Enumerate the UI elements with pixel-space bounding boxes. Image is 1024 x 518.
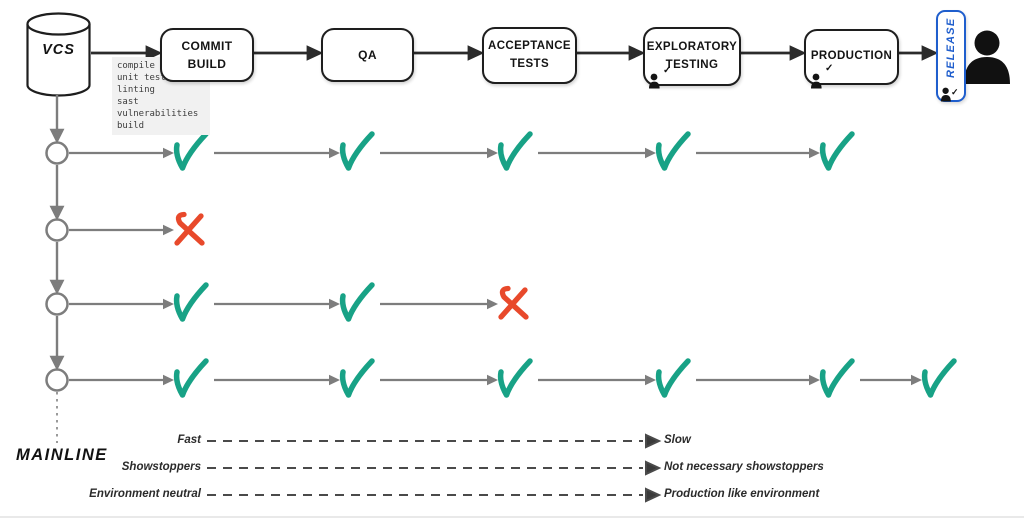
arrow-commit-to-qa: [251, 45, 324, 61]
check-icon: [173, 358, 209, 398]
manual-check-icon: ✓: [951, 87, 959, 97]
legend-line-speed: [207, 433, 662, 449]
legend-slow-label: Slow: [664, 434, 691, 446]
stage-exploratory-testing: EXPLORATORY TESTING ✓: [643, 27, 741, 89]
user-icon: [964, 30, 1010, 84]
stage-commit-build: COMMIT BUILD: [160, 28, 254, 82]
task-item: linting: [117, 85, 155, 95]
manual-person-icon: [940, 87, 951, 102]
run-arrowhead: [163, 374, 174, 386]
task-item: sast: [117, 97, 139, 107]
check-icon: [819, 131, 855, 171]
legend-fast-label: Fast: [177, 434, 201, 446]
run-arrowhead: [329, 147, 340, 159]
manual-person-icon: [811, 73, 822, 89]
mainline-label: MAINLINE: [16, 446, 108, 464]
check-icon: [497, 358, 533, 398]
run-arrowhead: [809, 147, 820, 159]
release-gate: RELEASE ✓: [936, 10, 966, 102]
legend-environment-label: Environment neutral: [89, 488, 201, 500]
check-icon: [339, 358, 375, 398]
run-arrowhead: [487, 374, 498, 386]
run-arrowhead: [487, 147, 498, 159]
arrow-qa-to-acceptance: [411, 45, 485, 61]
legend-production-env-label: Production like environment: [664, 488, 820, 500]
window-edge: [0, 516, 1024, 518]
check-icon: [497, 131, 533, 171]
run-arrowhead: [487, 298, 498, 310]
stage-qa-label: QA: [358, 48, 377, 62]
check-icon: [819, 358, 855, 398]
check-icon: [655, 358, 691, 398]
cross-icon: [175, 211, 205, 246]
legend-showstoppers-label: Showstoppers: [121, 461, 201, 473]
commit-node: [45, 368, 69, 392]
stage-commit-build-label: COMMIT BUILD: [181, 39, 233, 71]
arrow-exploratory-to-production: [738, 45, 807, 61]
commit-node: [45, 292, 69, 316]
legend-lines: [207, 433, 662, 503]
task-item: unit test: [117, 73, 166, 83]
release-label: RELEASE: [945, 17, 957, 79]
stage-exploratory-testing-label: EXPLORATORY TESTING: [646, 41, 738, 71]
vcs-label: VCS: [42, 42, 75, 58]
check-icon: [173, 282, 209, 322]
run-arrowhead: [329, 298, 340, 310]
run-arrowhead: [163, 147, 174, 159]
stage-production-label: PRODUCTION: [810, 50, 893, 63]
check-icon: [339, 131, 375, 171]
legend-line-environment: [207, 487, 662, 503]
commit-node: [45, 218, 69, 242]
mainline-trunk: [49, 95, 65, 443]
check-icon: [921, 358, 957, 398]
run-arrowhead: [329, 374, 340, 386]
stage-production: PRODUCTION ✓: [804, 29, 899, 89]
run-arrowhead: [645, 374, 656, 386]
runs-layer: [45, 131, 957, 398]
cross-icon: [498, 287, 528, 320]
legend-not-showstoppers-label: Not necessary showstoppers: [664, 461, 824, 473]
legend-line-showstoppers: [207, 460, 662, 476]
commit-task-list: compile unit test linting sast vulnerabiliti…: [112, 57, 210, 135]
check-icon: [655, 131, 691, 171]
task-item: build: [117, 121, 145, 131]
manual-check-icon: ✓: [663, 65, 672, 76]
run-arrowhead: [163, 224, 174, 236]
run-arrowhead: [809, 374, 820, 386]
arrow-acceptance-to-exploratory: [574, 45, 646, 61]
task-item: vulnerabilities: [117, 109, 199, 119]
manual-person-icon: [649, 73, 660, 89]
task-item: compile: [117, 61, 155, 71]
check-icon: [339, 282, 375, 322]
commit-node: [45, 141, 69, 165]
stage-acceptance-tests: ACCEPTANCE TESTS: [482, 27, 577, 84]
cross-icon: [499, 285, 529, 320]
manual-check-icon: ✓: [825, 63, 834, 74]
arrow-production-to-release: [896, 45, 939, 61]
check-icon: [173, 131, 209, 171]
cross-icon: [174, 213, 204, 246]
stage-qa: QA: [321, 28, 414, 82]
run-arrowhead: [645, 147, 656, 159]
run-arrowhead: [163, 298, 174, 310]
stage-acceptance-tests-label: ACCEPTANCE TESTS: [487, 40, 571, 70]
run-arrowhead: [911, 374, 922, 386]
